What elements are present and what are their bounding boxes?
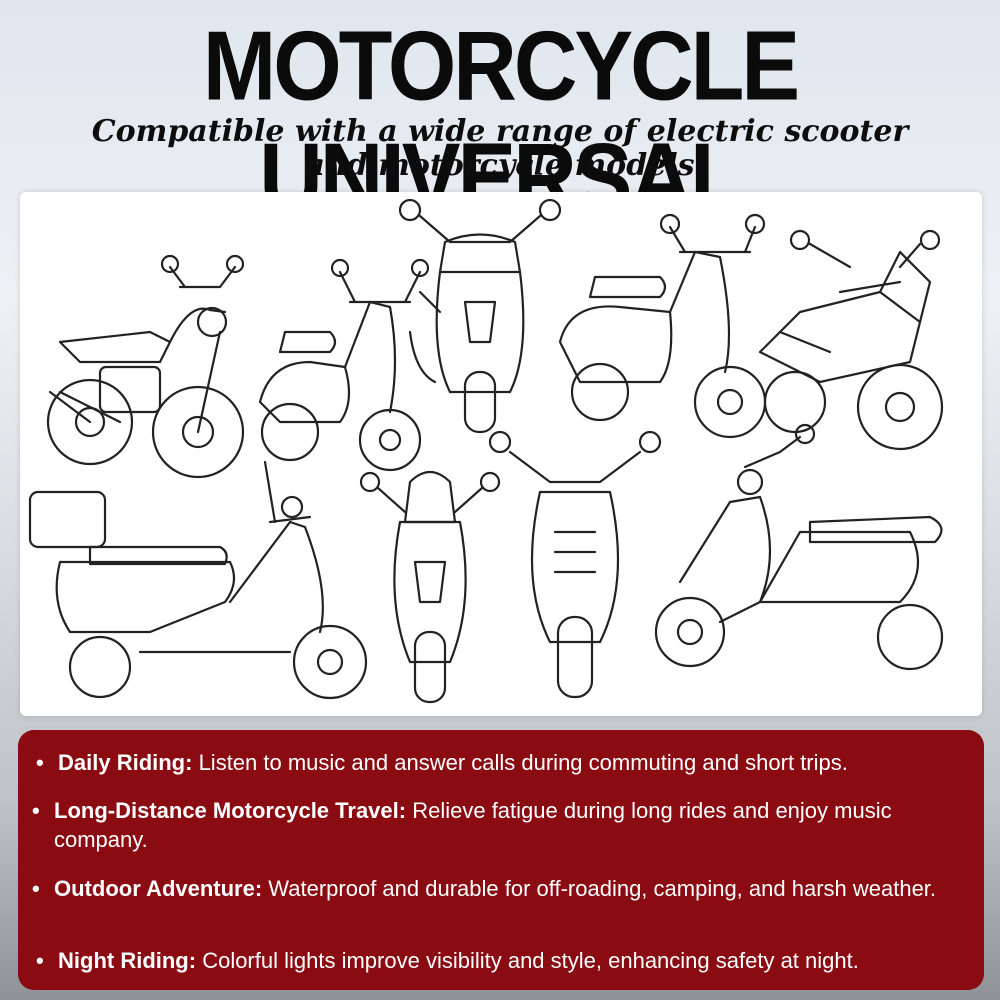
feature-label: Long-Distance Motorcycle Travel: <box>54 798 407 823</box>
vespa-scooter-drawing <box>558 213 767 439</box>
bullet: • <box>36 750 44 775</box>
feature-text: Colorful lights improve visibility and s… <box>196 948 859 973</box>
windscreen-scooter-drawing <box>359 470 501 704</box>
sport-bike-drawing <box>758 229 944 451</box>
front-scooter-drawing <box>398 198 562 434</box>
small-scooter-drawing <box>258 258 430 472</box>
subtitle-line-2: and motorcycle models <box>305 148 695 183</box>
classic-motorcycle-drawing <box>46 254 245 479</box>
feature-label: Daily Riding: <box>58 750 193 775</box>
feature-label: Outdoor Adventure: <box>54 876 263 901</box>
bullet: • <box>36 948 44 973</box>
subtitle-line-1: Compatible with a wide range of electric… <box>91 114 909 149</box>
feature-daily-riding: • Daily Riding: Listen to music and answe… <box>36 748 958 777</box>
bullet: • <box>32 876 40 901</box>
bullet: • <box>32 798 40 823</box>
touring-scooter-drawing <box>28 460 368 700</box>
vehicle-illustration-panel <box>20 192 982 716</box>
feature-outdoor-adventure: • Outdoor Adventure: Waterproof and durab… <box>32 874 954 903</box>
feature-text: Waterproof and durable for off-roading, … <box>262 876 937 901</box>
subtitle: Compatible with a wide range of electric… <box>0 115 1000 183</box>
feature-text: Listen to music and answer calls during … <box>192 750 848 775</box>
page-title: MOTORCYCLE UNIVERSAL <box>202 10 800 233</box>
modern-scooter-drawing <box>654 423 944 671</box>
feature-text: Relieve fatigue during long rides and en… <box>54 798 892 852</box>
feature-label: Night Riding: <box>58 948 197 973</box>
front-scooter-2-drawing <box>488 430 662 699</box>
feature-long-distance: • Long-Distance Motorcycle Travel: Reliev… <box>32 796 954 854</box>
features-panel: • Daily Riding: Listen to music and answe… <box>18 730 984 990</box>
feature-night-riding: • Night Riding: Colorful lights improve v… <box>36 946 958 975</box>
